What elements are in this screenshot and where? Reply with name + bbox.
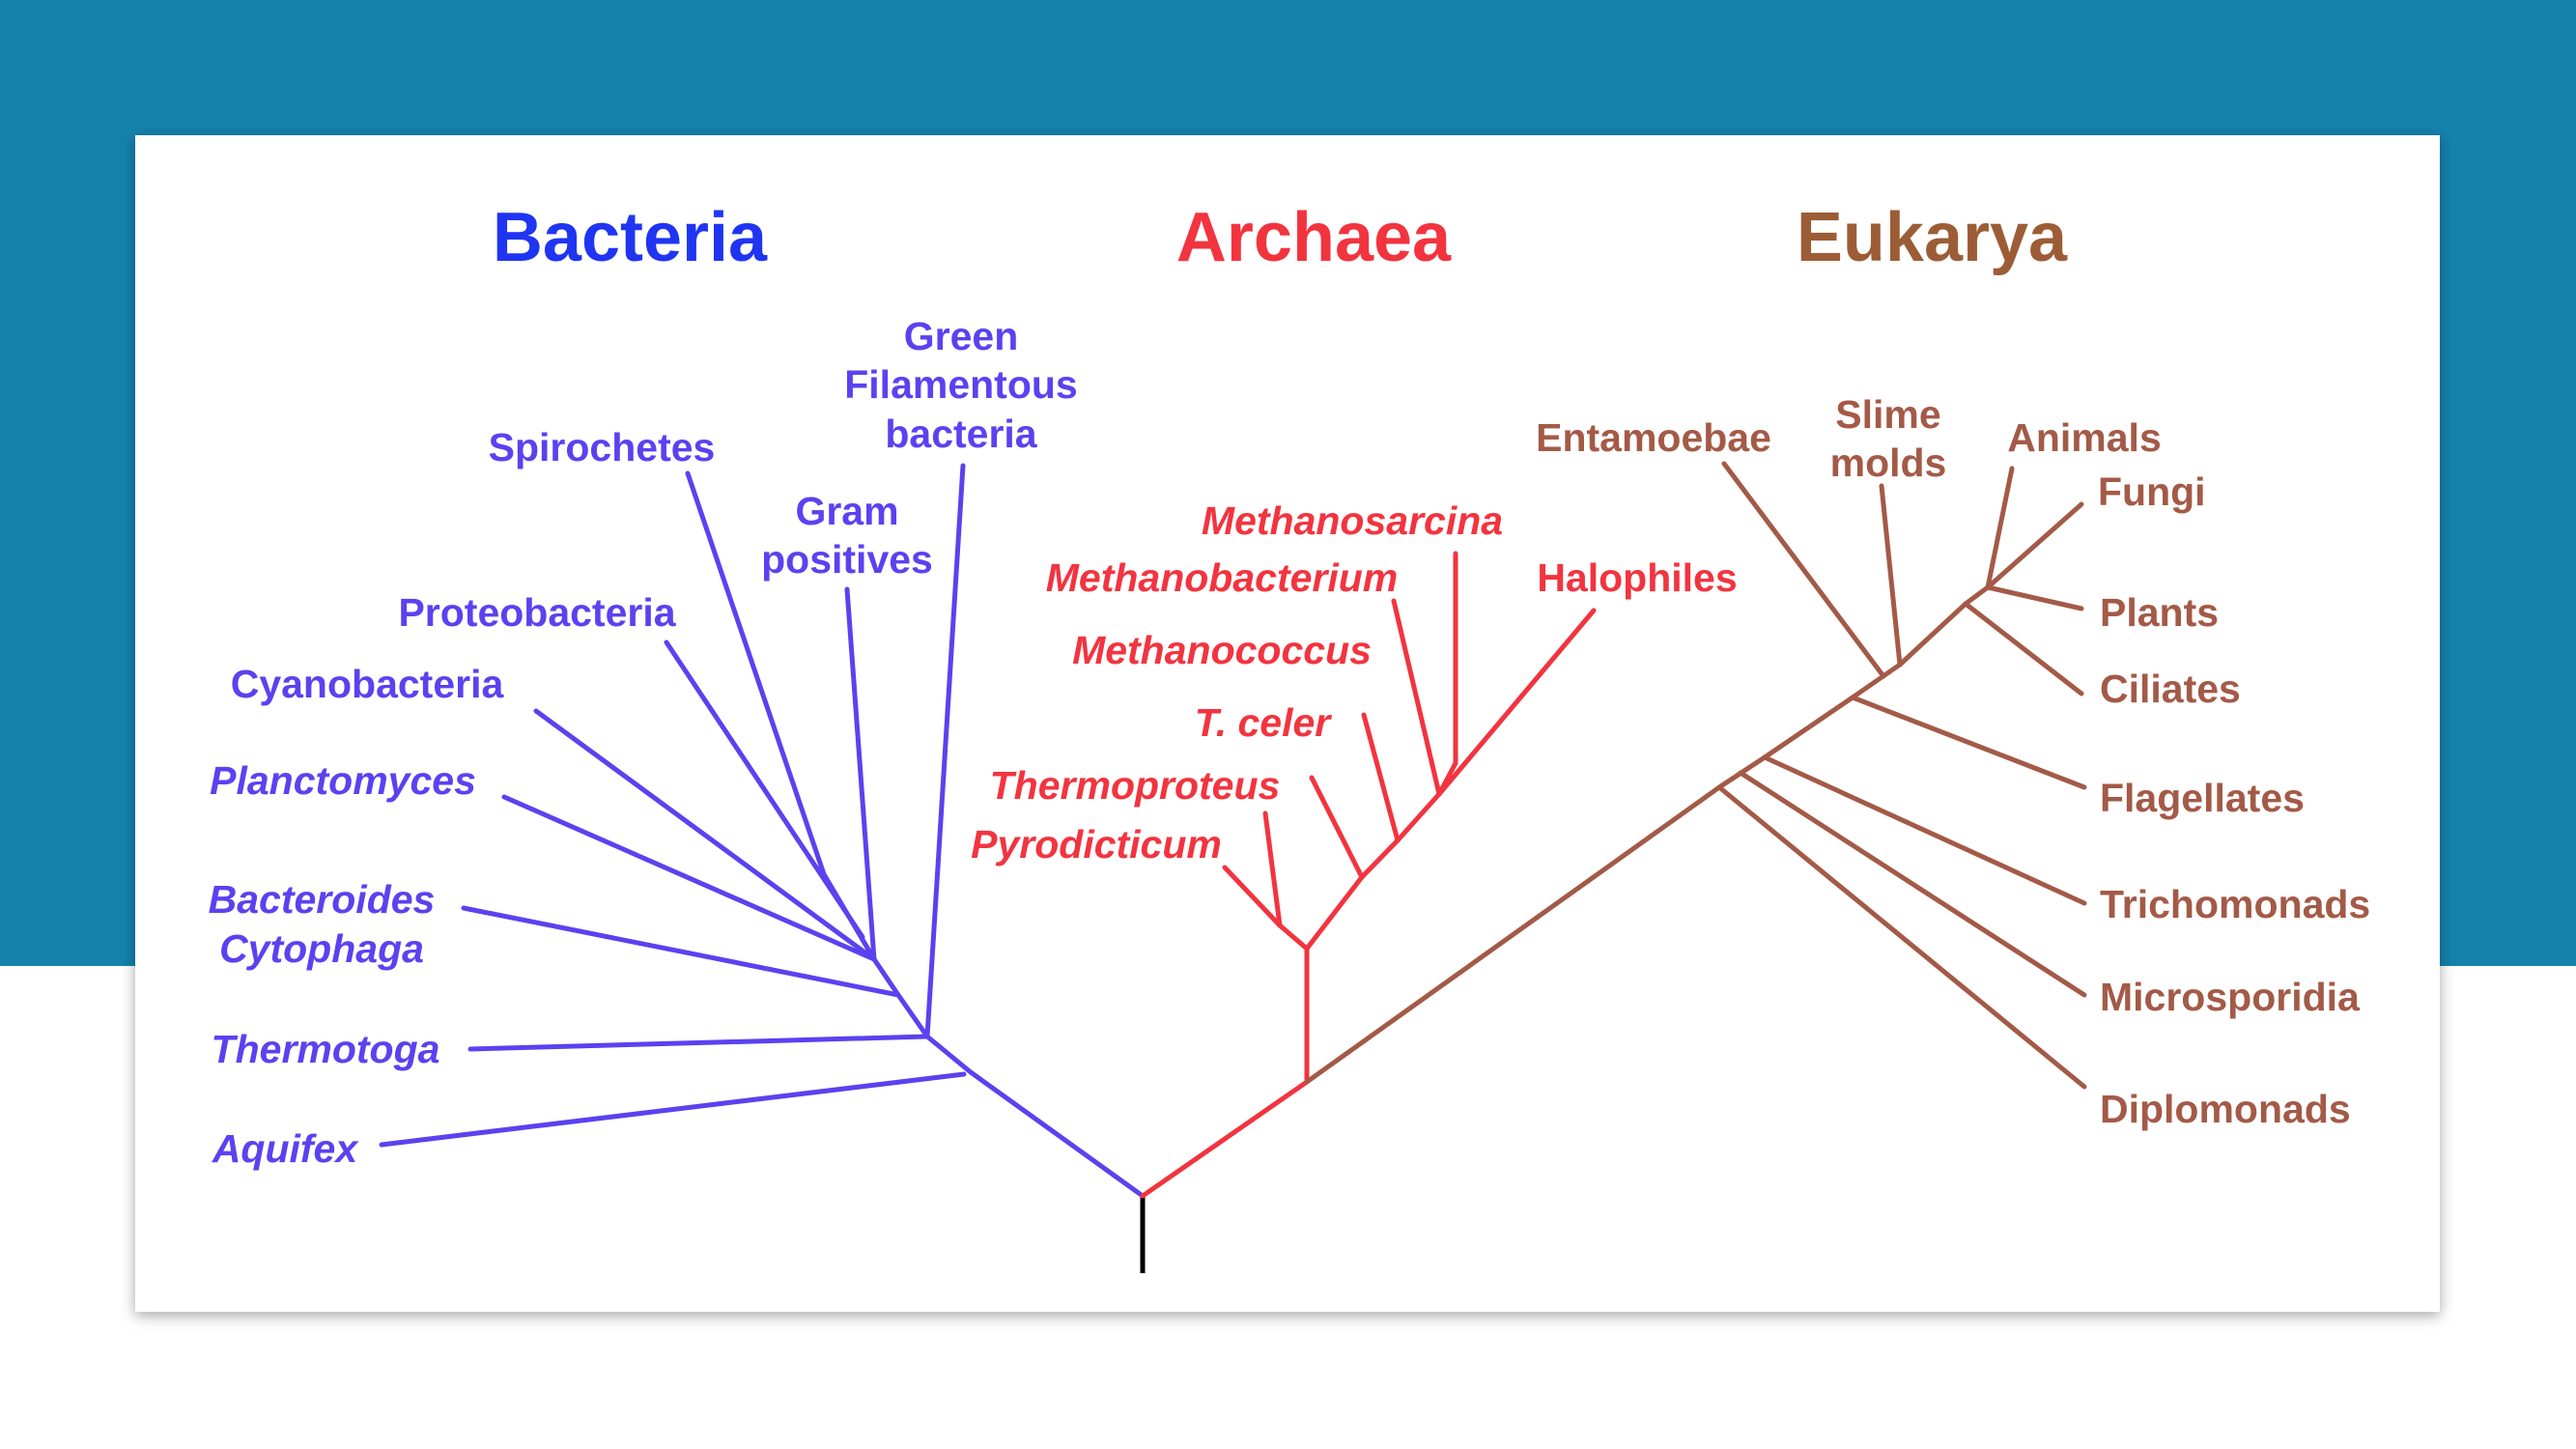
eukarya-branches [1304,461,2087,1090]
label-planctomyces: Planctomyces [210,758,476,803]
label-trichomonads: Trichomonads [2100,882,2370,926]
label-t-celer: T. celer [1195,700,1333,745]
domain-title-eukarya: Eukarya [1797,199,2068,276]
domain-title-archaea: Archaea [1176,199,1452,276]
label-green-filamentous-line3: bacteria [885,412,1037,456]
label-methanococcus: Methanococcus [1072,628,1372,672]
eukarya-labels: Entamoebae Slime molds Animals Fungi Pla… [1536,392,2370,1131]
label-fungi: Fungi [2098,469,2206,514]
label-green-filamentous-line1: Green [904,314,1019,358]
label-flagellates: Flagellates [2100,776,2305,820]
label-plants: Plants [2100,590,2219,635]
label-spirochetes: Spirochetes [489,425,716,469]
label-thermoproteus: Thermoproteus [990,763,1281,808]
label-animals: Animals [2007,415,2162,460]
label-ciliates: Ciliates [2100,667,2241,711]
archaea-labels: Methanosarcina Methanobacterium Halophil… [971,498,1738,867]
diagram-card [135,135,2440,1312]
label-pyrodicticum: Pyrodicticum [971,822,1222,867]
label-bacteroides-line2: Cytophaga [219,926,424,971]
label-entamoebae: Entamoebae [1536,415,1771,460]
bacteria-labels: Green Filamentous bacteria Spirochetes G… [209,314,1078,1171]
label-gram-positives-line2: positives [761,537,933,582]
label-methanosarcina: Methanosarcina [1202,498,1503,543]
label-cyanobacteria: Cyanobacteria [231,662,505,706]
label-slime-molds-line1: Slime [1835,392,1940,437]
bacteria-branches [379,463,1146,1199]
domain-title-bacteria: Bacteria [493,199,768,276]
label-green-filamentous-line2: Filamentous [844,362,1077,407]
label-thermotoga: Thermotoga [212,1027,440,1071]
label-aquifex: Aquifex [212,1126,360,1171]
label-gram-positives-line1: Gram [795,489,898,533]
label-bacteroides-line1: Bacteroides [209,877,436,922]
label-slime-molds-line2: molds [1830,440,1947,485]
label-methanobacterium: Methanobacterium [1046,555,1399,600]
archaea-branches [1140,551,1597,1199]
label-proteobacteria: Proteobacteria [398,590,676,635]
label-halophiles: Halophiles [1537,555,1737,600]
label-microsporidia: Microsporidia [2100,975,2361,1019]
label-diplomonads: Diplomonads [2100,1087,2351,1131]
